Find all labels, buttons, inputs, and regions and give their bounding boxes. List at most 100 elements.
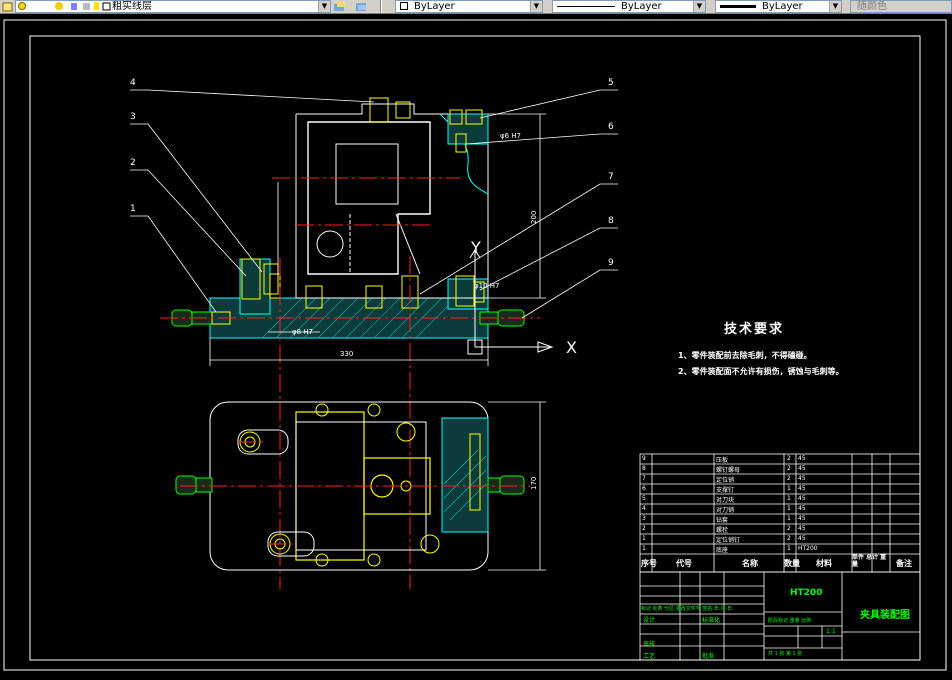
layer-previous-icon[interactable] [356,1,367,12]
title-std: 标准化 [702,617,721,624]
bom-header-no: 序号 [641,559,657,568]
bom-row-qty: 2 [787,475,791,482]
title-sheet: 共 1 张 第 1 张 [768,651,803,657]
color-swatch [400,2,408,10]
bom-row: 1 [642,535,646,542]
svg-text:φ10 H7: φ10 H7 [474,282,499,290]
linetype-dropdown[interactable]: ByLayer ▼ [552,0,706,13]
bom-row-qty: 2 [787,525,791,532]
make-current-layer-icon[interactable] [334,1,345,12]
title-approve: 批准 [702,653,715,660]
bom-row-name: 定位销 [716,477,735,484]
bom-row-qty: 1 [787,485,791,492]
front-view: 330 200 φ6 H7 φ8 H7 φ10 H7 [160,97,554,589]
bom-header-code: 代号 [676,559,692,568]
inner-frame [29,35,921,661]
bom-row-name: 对刀销 [716,507,735,514]
bom-rows: 9 压板 2 45 8 螺钉螺母 2 45 7 定位销 2 45 6 支撑钉 1… [640,454,920,554]
bom-row-mat: 45 [798,455,806,462]
bom-row-mat: 45 [798,535,806,542]
top-bolt [369,97,389,123]
title-name: 夹具装配图 [860,610,910,621]
linetype-sample [557,6,615,7]
svg-text:φ6 H7: φ6 H7 [500,132,521,140]
bom-row: 3 [642,515,646,522]
title-stage: 阶段标记 重量 比例 [768,618,812,624]
lineweight-dropdown[interactable]: ByLayer ▼ [715,0,842,13]
callout-1: 1 [130,204,136,214]
layer-name: 粗实线层 [112,1,152,12]
bom-row-name: 压板 [716,457,729,464]
bom-row-mat: 45 [798,465,806,472]
title-process: 工艺 [643,653,656,660]
callout-9: 9 [608,258,614,268]
bom-row-name: 支撑钉 [716,487,735,494]
svg-text:φ8 H7: φ8 H7 [292,328,313,336]
layer-manager-icon[interactable] [2,1,13,12]
bom-row-mat: HT200 [798,545,818,552]
bom-row-name: 底座 [716,547,729,554]
properties-toolbar: 粗实线层 ▼ ByLayer ▼ ByLayer ▼ ByLayer ▼ 随颜色 [0,0,952,14]
callout-2: 2 [130,158,136,168]
tech-req-1: 1、零件装配前去除毛刺，不得磕碰。 [678,351,812,360]
bom-header-qty: 数量 [784,559,800,568]
bom-row: 1 [642,545,646,552]
lineweight-sample [720,5,756,8]
bom-row-name: 螺钉螺母 [716,467,741,474]
bom-header-name: 名称 [742,559,758,568]
ucs-icon [467,249,554,355]
left-clamp [239,258,271,315]
bom-row-name: 钻套 [716,517,729,524]
callout-3: 3 [130,112,136,122]
bom-row-name: 定位销钉 [716,537,741,544]
callout-5: 5 [608,78,614,88]
svg-text:170: 170 [530,477,538,490]
bom-row-qty: 1 [787,505,791,512]
axis-y-label: Y [471,238,481,257]
bom-header-remark: 备注 [896,559,912,568]
color-dropdown-arrow[interactable]: ▼ [530,1,542,12]
svg-text:200: 200 [530,211,538,224]
layer-dropdown-arrow[interactable]: ▼ [318,1,330,12]
bom-row-qty: 1 [787,545,791,552]
top-view: 170 [175,401,546,571]
outer-frame [3,19,947,671]
callout-4: 4 [130,78,136,88]
bom-row: 2 [642,525,646,532]
bom-row-qty: 2 [787,455,791,462]
bom-row-mat: 45 [798,495,806,502]
callout-8: 8 [608,216,614,226]
toolbar-separator [380,0,382,13]
bom-table [639,453,921,661]
title-review: 审核 [643,641,656,648]
linetype-value: ByLayer [621,1,662,12]
bom-row-mat: 45 [798,515,806,522]
tech-req-title: 技术要求 [724,322,785,337]
bom-header-weight: 单件 总计 重量 [852,554,887,568]
layer-dropdown[interactable]: 粗实线层 ▼ [15,0,331,13]
leader-lines [130,89,618,319]
linetype-dropdown-arrow[interactable]: ▼ [693,1,705,12]
title-material: HT200 [790,588,823,598]
bom-row-qty: 1 [787,495,791,502]
bom-row-mat: 45 [798,505,806,512]
plotstyle-dropdown: 随颜色 [850,0,952,13]
bom-row: 5 [642,495,646,502]
bom-row: 6 [642,485,646,492]
bom-row-qty: 1 [787,515,791,522]
lineweight-dropdown-arrow[interactable]: ▼ [829,1,841,12]
bom-row-name: 对刀块 [716,497,735,504]
title-design: 设计 [643,617,656,624]
callout-7: 7 [608,172,614,182]
workpiece [307,121,431,275]
bom-row: 7 [642,475,646,482]
lineweight-value: ByLayer [762,1,803,12]
color-dropdown[interactable]: ByLayer ▼ [395,0,543,13]
callout-6: 6 [608,122,614,132]
title-scale: 1:1 [826,628,836,635]
upright-body [295,103,489,299]
bom-row-qty: 2 [787,535,791,542]
bom-row-name: 螺栓 [716,527,729,534]
drawing-canvas[interactable]: 330 200 φ6 H7 φ8 H7 φ10 H7 [0,14,952,680]
bom-header-mat: 材料 [816,559,832,568]
